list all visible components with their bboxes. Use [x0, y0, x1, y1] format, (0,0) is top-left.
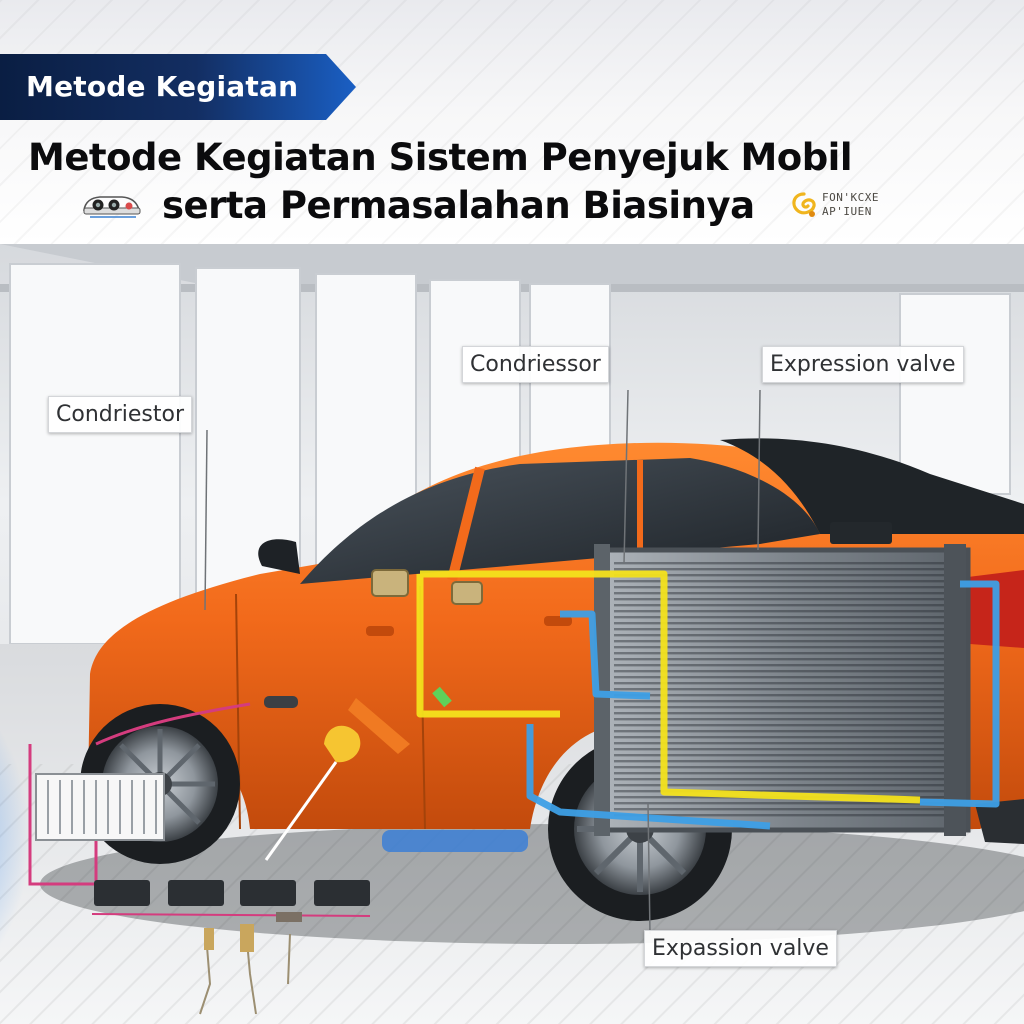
- high-pressure-line: [416, 570, 921, 804]
- section-tag-text: Metode Kegiatan: [26, 70, 299, 103]
- logo-swirl-icon: [792, 192, 816, 217]
- car-ac-diagram: [0, 244, 1024, 1024]
- page-title-line-1: Metode Kegiatan Sistem Penyejuk Mobil: [28, 136, 853, 179]
- header-band: [0, 0, 1024, 244]
- label-expassion-valve: Expassion valve: [644, 930, 837, 967]
- brand-logo: FON'KCXE AP'IUEN: [788, 186, 906, 224]
- label-condriestor: Condriestor: [48, 396, 193, 433]
- evaporator-unit: [28, 702, 371, 1015]
- car-ac-icon: [83, 196, 141, 218]
- label-expression-valve: Expression valve: [762, 346, 964, 383]
- logo-text-line-2: AP'IUEN: [822, 205, 872, 218]
- car-windows: [300, 458, 820, 584]
- section-tag-banner: Metode Kegiatan: [0, 54, 356, 120]
- page-title-line-2: serta Permasalahan Biasinya: [162, 184, 755, 227]
- label-condriessor: Condriessor: [462, 346, 609, 383]
- logo-text-line-1: FON'KCXE: [822, 191, 879, 204]
- low-pressure-line: [526, 580, 1000, 830]
